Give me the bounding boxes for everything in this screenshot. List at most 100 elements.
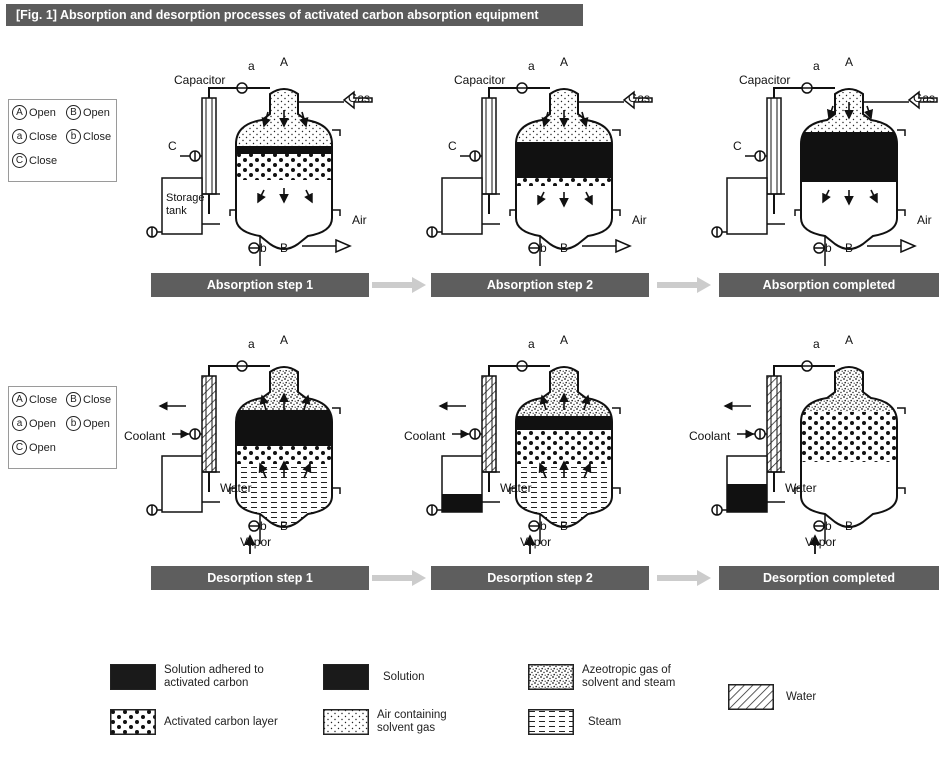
legend-swatch-stipple: [528, 664, 574, 690]
adsorption-vessel-drawing: [420, 330, 650, 554]
legend-label: Azeotropic gas of solvent and steam: [582, 664, 676, 689]
valve-symbol-icon: C: [12, 153, 27, 168]
legend-water: Water: [728, 684, 816, 710]
legend-solution: Solution: [323, 664, 425, 690]
valve-symbol-icon: b: [66, 416, 81, 431]
step-bar-desorption-2: Desorption step 2: [431, 566, 649, 590]
valve-upper-a-label: A: [560, 333, 569, 347]
valve-state-label: Open: [83, 417, 110, 430]
vapor-label: Vapor: [520, 535, 552, 549]
valve-a-label: a: [813, 337, 820, 351]
arrow-right-icon: [657, 277, 711, 293]
legend-swatch-dashes: [528, 709, 574, 735]
capacitor-label: Capacitor: [739, 73, 791, 87]
valve-state-label: Open: [29, 441, 56, 454]
step-bar-absorption-1: Absorption step 1: [151, 273, 369, 297]
valve-state-label: Open: [29, 417, 56, 430]
valve-upper-a-label: A: [280, 55, 289, 69]
storage-tank-label: Storage tank: [166, 192, 205, 217]
valve-symbol-icon: B: [66, 105, 81, 120]
valve-upper-b-label: B: [560, 241, 569, 255]
valve-symbol-icon: A: [12, 105, 27, 120]
adsorption-vessel-drawing: [420, 52, 653, 266]
valve-state-label: Close: [29, 154, 58, 167]
coolant-label: Coolant: [124, 429, 166, 443]
valve-upper-b-label: B: [560, 519, 569, 533]
step-bar-absorption-completed: Absorption completed: [719, 273, 939, 297]
legend-label: Air containing solvent gas: [377, 709, 447, 734]
valve-upper-b-label: B: [280, 519, 289, 533]
valve-symbol-icon: b: [66, 129, 81, 144]
legend-swatch-fine-dots: [323, 709, 369, 735]
legend-label: Solution: [383, 670, 425, 683]
valve-b-label: b: [540, 241, 547, 255]
legend-swatch-dots: [110, 709, 156, 735]
legend-swatch-solid: [110, 664, 156, 690]
valve-upper-a-label: A: [845, 333, 854, 347]
legend-azeotropic: Azeotropic gas of solvent and steam: [528, 664, 675, 690]
water-label: Water: [500, 481, 532, 495]
gas-label: Gas: [913, 91, 936, 105]
step-bar-desorption-completed: Desorption completed: [719, 566, 939, 590]
arrow-right-icon: [657, 570, 711, 586]
arrow-right-icon: [372, 277, 426, 293]
valve-c-label: C: [733, 139, 742, 153]
valve-symbol-icon: a: [12, 416, 27, 431]
water-label: Water: [785, 481, 817, 495]
valve-state-label: Open: [29, 106, 56, 119]
valve-state-label: Open: [83, 106, 110, 119]
valve-a-label: a: [248, 59, 255, 73]
valve-symbol-icon: C: [12, 440, 27, 455]
air-label: Air: [917, 213, 932, 227]
step-bar-absorption-2: Absorption step 2: [431, 273, 649, 297]
valve-upper-a-label: A: [845, 55, 854, 69]
capacitor-label: Capacitor: [174, 73, 226, 87]
valve-a-label: a: [813, 59, 820, 73]
water-label: Water: [220, 481, 252, 495]
gas-label: Gas: [348, 91, 371, 105]
coolant-label: Coolant: [689, 429, 731, 443]
adsorption-vessel-drawing: [140, 52, 373, 266]
valve-b-label: b: [825, 519, 832, 533]
legend-label: Solution adhered to activated carbon: [164, 664, 264, 689]
valve-symbol-icon: B: [66, 392, 81, 407]
air-label: Air: [352, 213, 367, 227]
arrow-right-icon: [372, 570, 426, 586]
valve-c-label: C: [168, 139, 177, 153]
adsorption-vessel-drawing: [140, 330, 370, 554]
legend-activated-carbon: Activated carbon layer: [110, 709, 278, 735]
gas-label: Gas: [628, 91, 651, 105]
air-label: Air: [632, 213, 647, 227]
valve-a-label: a: [528, 59, 535, 73]
valve-symbol-icon: A: [12, 392, 27, 407]
valve-upper-b-label: B: [280, 241, 289, 255]
valve-b-label: b: [825, 241, 832, 255]
legend-label: Activated carbon layer: [164, 715, 278, 728]
valve-upper-b-label: B: [845, 241, 854, 255]
valve-upper-b-label: B: [845, 519, 854, 533]
legend-air-solvent: Air containing solvent gas: [323, 709, 447, 735]
valve-upper-a-label: A: [560, 55, 569, 69]
valve-b-label: b: [260, 241, 267, 255]
adsorption-vessel-drawing: [705, 52, 938, 266]
valve-upper-a-label: A: [280, 333, 289, 347]
legend-solution-adhered: Solution adhered to activated carbon: [110, 664, 264, 690]
valve-state-label: Close: [83, 130, 112, 143]
